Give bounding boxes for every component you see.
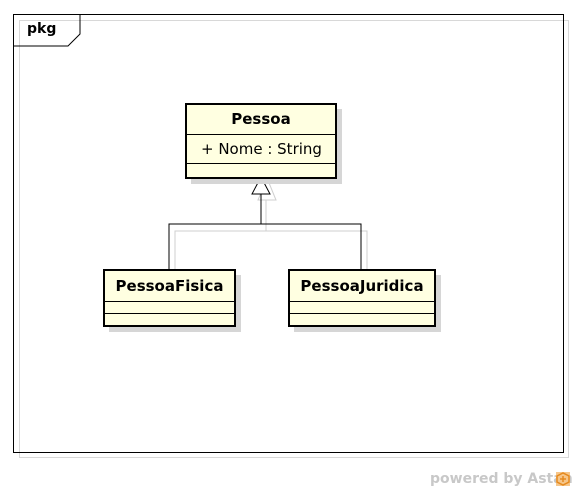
generalization-arrowhead xyxy=(251,175,271,195)
class-pessoa-name: Pessoa xyxy=(231,110,291,128)
class-pessoa[interactable]: Pessoa + Nome : String xyxy=(185,103,337,179)
generalization-shadow-left xyxy=(174,200,267,270)
class-pessoa-juridica[interactable]: PessoaJuridica xyxy=(288,269,436,327)
class-pessoa-separator xyxy=(187,134,335,135)
package-label: pkg xyxy=(27,21,57,37)
class-pessoa-juridica-separator xyxy=(290,301,434,313)
package-frame-shadow xyxy=(19,20,569,458)
package-frame[interactable] xyxy=(13,14,564,453)
class-pessoa-juridica-name: PessoaJuridica xyxy=(300,277,424,295)
class-pessoa-fisica-name: PessoaFisica xyxy=(115,277,224,295)
generalization-shadow-right xyxy=(266,230,368,270)
generalization-line-subclasses xyxy=(168,223,362,270)
astah-logo-icon xyxy=(556,472,570,486)
class-pessoa-juridica-separator-2 xyxy=(290,313,434,314)
class-pessoa-fisica-separator xyxy=(105,301,234,313)
class-pessoa-attribute: + Nome : String xyxy=(201,140,322,158)
package-tab-outline xyxy=(13,14,81,47)
class-pessoa-fisica-separator-2 xyxy=(105,313,234,314)
class-pessoa-separator-2 xyxy=(187,163,335,164)
class-pessoa-fisica[interactable]: PessoaFisica xyxy=(103,269,236,327)
powered-by-text: powered by Astah xyxy=(430,471,573,487)
